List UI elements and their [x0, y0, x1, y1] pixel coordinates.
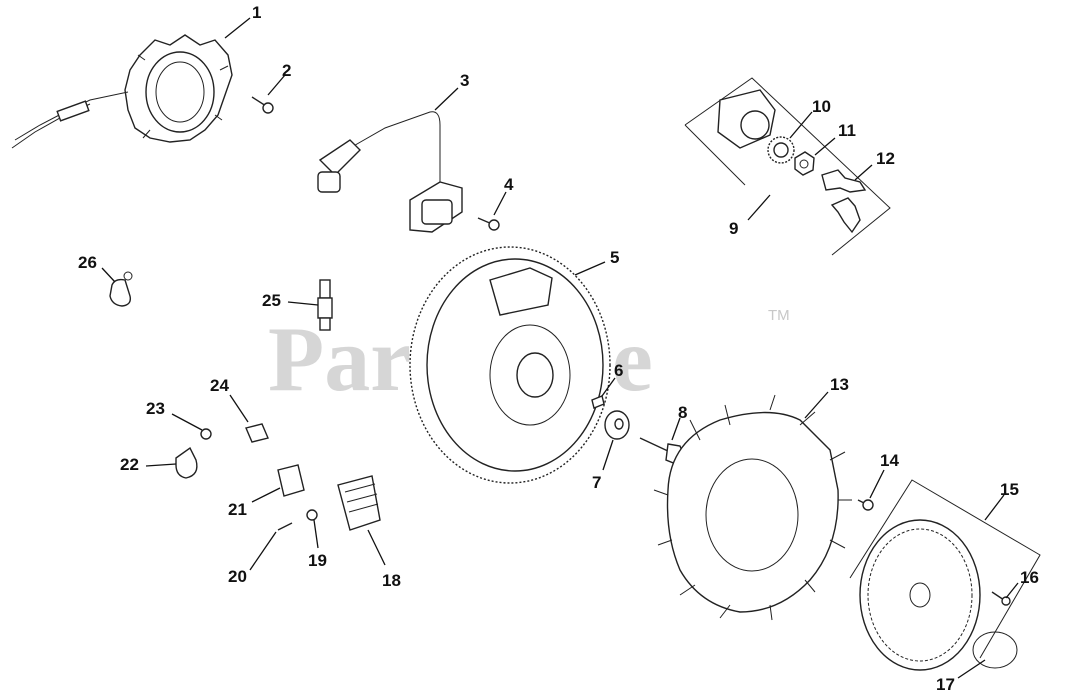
callout-16: 16 — [1020, 568, 1039, 587]
callout-13: 13 — [830, 375, 849, 394]
screw-part-2[interactable] — [251, 96, 274, 114]
callout-12: 12 — [876, 149, 895, 168]
callout-labels: 1 2 3 4 5 6 7 8 9 10 11 12 13 14 15 16 1… — [78, 3, 1039, 694]
ignition-switch-assembly[interactable] — [684, 77, 891, 256]
grille-assembly[interactable] — [849, 479, 1041, 671]
connector-part-21[interactable] — [277, 464, 305, 497]
stator-part[interactable] — [11, 34, 233, 149]
callout-7: 7 — [592, 473, 601, 492]
fan-part-13[interactable] — [653, 394, 852, 621]
ignition-coil-part[interactable] — [317, 111, 463, 233]
nut-part-11[interactable] — [794, 151, 815, 176]
screw-part-14[interactable] — [857, 499, 874, 511]
terminal-part-24[interactable] — [245, 423, 269, 443]
leader-lines — [101, 17, 1019, 679]
screw-part-4[interactable] — [477, 217, 500, 231]
cable-clip-part-26[interactable] — [109, 271, 133, 307]
callout-3: 3 — [460, 71, 469, 90]
callout-19: 19 — [308, 551, 327, 570]
washer-part-23[interactable] — [200, 428, 212, 440]
callout-22: 22 — [120, 455, 139, 474]
rectifier-part-18[interactable] — [337, 475, 381, 531]
callout-21: 21 — [228, 500, 247, 519]
washer-part-7[interactable] — [604, 410, 630, 440]
screw-part-16[interactable] — [991, 591, 1011, 606]
callout-2: 2 — [282, 61, 291, 80]
decal-part-17[interactable] — [972, 631, 1018, 669]
callout-25: 25 — [262, 291, 281, 310]
key-part-6[interactable] — [591, 395, 605, 409]
screw-part-20[interactable] — [277, 522, 293, 531]
callout-1: 1 — [252, 3, 261, 22]
flywheel-part[interactable] — [409, 246, 611, 484]
clamp-part-22[interactable] — [175, 446, 198, 479]
callout-9: 9 — [729, 219, 738, 238]
callout-18: 18 — [382, 571, 401, 590]
callout-14: 14 — [880, 451, 899, 470]
callout-15: 15 — [1000, 480, 1019, 499]
keys-part-12[interactable] — [821, 169, 867, 234]
callout-17: 17 — [936, 675, 955, 694]
callout-26: 26 — [78, 253, 97, 272]
callout-20: 20 — [228, 567, 247, 586]
lock-washer-part-10[interactable] — [767, 136, 795, 164]
callout-11: 11 — [838, 121, 856, 140]
spark-plug-part-25[interactable] — [317, 279, 333, 331]
callout-24: 24 — [210, 376, 229, 395]
callout-6: 6 — [614, 361, 623, 380]
callout-5: 5 — [610, 248, 619, 267]
callout-23: 23 — [146, 399, 165, 418]
washer-part-19[interactable] — [306, 509, 318, 521]
callout-4: 4 — [504, 175, 514, 194]
watermark-trademark: TM — [768, 307, 790, 324]
callout-10: 10 — [812, 97, 831, 116]
callout-8: 8 — [678, 403, 687, 422]
